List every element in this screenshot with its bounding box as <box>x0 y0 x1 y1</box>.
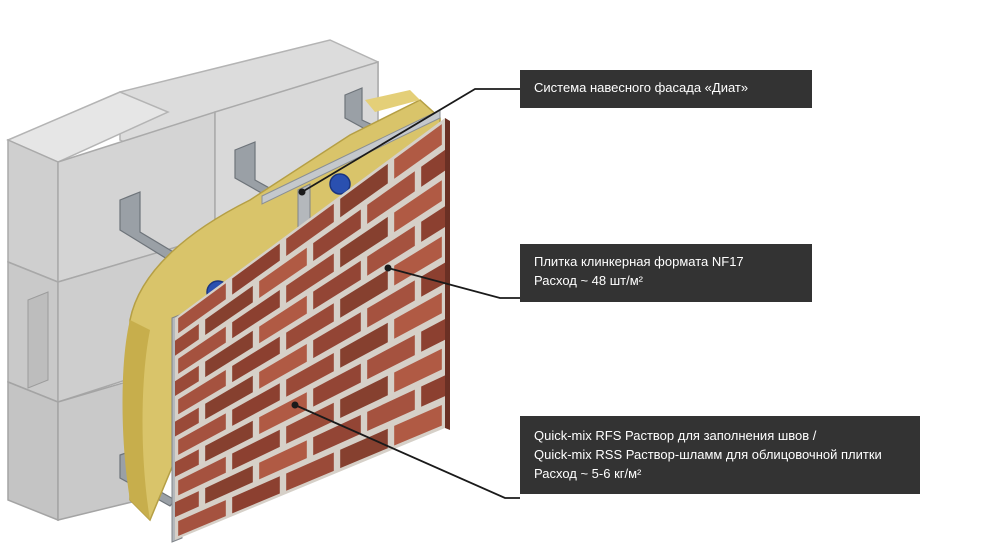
clinker-tile <box>178 370 226 415</box>
callout-mortar: Quick-mix RFS Раствор для заполнения шво… <box>520 416 920 494</box>
clinker-tile <box>448 144 496 197</box>
leader-dot <box>291 401 299 409</box>
leader-lines <box>294 88 520 499</box>
clinker-tile <box>175 491 199 528</box>
clinker-tile <box>394 180 442 233</box>
clinker-tile <box>178 283 226 334</box>
clinker-tile <box>340 163 388 218</box>
clinker-tile <box>205 420 253 462</box>
concrete-wall <box>6 39 379 522</box>
clinker-tile <box>421 133 445 187</box>
callout-line: Плитка клинкерная формата NF17 <box>534 254 744 269</box>
insulation-top <box>365 90 420 112</box>
clinker-tile <box>205 285 253 335</box>
clinker-tile <box>175 407 199 450</box>
callout-line: Quick-mix RSS Раствор-шламм для облицово… <box>534 447 882 462</box>
clinker-tile <box>286 452 334 491</box>
clinker-tile <box>259 344 307 389</box>
clinker-tile <box>286 303 334 350</box>
clinker-tile <box>367 280 415 328</box>
clinker-tile <box>421 306 445 352</box>
clinker-tile <box>286 353 334 397</box>
clinker-tile <box>448 84 496 140</box>
clinker-tile <box>367 335 415 380</box>
leader-dots <box>291 188 392 409</box>
clinker-tile <box>475 95 523 150</box>
callout-line: Quick-mix RFS Раствор для заполнения шво… <box>534 428 817 443</box>
clinker-tile <box>475 156 523 208</box>
clinker-tile <box>475 278 523 325</box>
clinker-tile <box>448 381 496 423</box>
clinker-tile <box>421 190 445 242</box>
clinker-tile <box>313 209 361 261</box>
clinker-tile <box>313 260 361 310</box>
clinker-tile <box>475 34 523 92</box>
clinker-tile <box>259 295 307 344</box>
clinker-tile <box>448 322 496 367</box>
clinker-tile <box>232 290 280 339</box>
callout-line: Система навесного фасада «Диат» <box>534 80 749 95</box>
clinker-tile <box>448 203 496 253</box>
tile-panel-edge <box>445 118 450 430</box>
clinker-tile <box>475 217 523 266</box>
leader-line <box>387 267 520 299</box>
clinker-tile <box>205 330 253 378</box>
clinker-tile <box>259 247 307 298</box>
clinker-tile <box>175 449 199 489</box>
concrete-block-front-upper <box>7 138 59 284</box>
clinker-tile <box>340 216 388 268</box>
clinker-tile <box>394 292 442 339</box>
clinker-tile <box>421 364 445 407</box>
clinker-tile <box>394 405 442 446</box>
clinker-tile <box>175 365 199 411</box>
clinker-tile <box>232 336 280 383</box>
horizontal-rail <box>261 109 441 205</box>
callout-clinker-tile: Плитка клинкерная формата NF17 Расход ~ … <box>520 244 812 302</box>
callout-line: Расход ~ 48 шт/м² <box>534 273 644 288</box>
leader-dot <box>298 188 306 196</box>
clinker-tile <box>178 500 226 536</box>
clinker-tile <box>367 171 415 224</box>
clinker-tile <box>232 383 280 426</box>
clinker-tile <box>475 400 523 441</box>
clinker-tile <box>232 429 280 470</box>
clinker-tile <box>340 322 388 368</box>
clinker-tile <box>475 339 523 383</box>
concrete-block-front-lower <box>7 380 59 522</box>
clinker-tile <box>286 203 334 256</box>
clinker-tile <box>178 413 226 455</box>
insulation-edge <box>122 320 150 520</box>
callout-line: Расход ~ 5-6 кг/м² <box>534 466 642 481</box>
clinker-tile <box>232 476 280 514</box>
leader-line <box>294 404 520 499</box>
clinker-tile <box>259 440 307 480</box>
clinker-tile <box>394 124 442 179</box>
clinker-tile <box>421 248 445 297</box>
clinker-tile <box>205 465 253 504</box>
clinker-tile <box>340 428 388 469</box>
clinker-tile <box>232 243 280 295</box>
clinker-tile <box>313 363 361 407</box>
clinker-tile <box>340 269 388 318</box>
clinker-tile <box>313 312 361 359</box>
clinker-tile-cladding <box>124 34 523 553</box>
leader-dot <box>384 264 392 272</box>
clinker-tile <box>367 225 415 276</box>
clinker-tile <box>394 348 442 393</box>
clinker-tile <box>178 456 226 496</box>
clinker-tile <box>175 324 199 372</box>
clinker-tile <box>286 402 334 444</box>
clinker-tile <box>286 253 334 303</box>
clinker-tile <box>124 524 172 553</box>
leader-line <box>301 88 520 193</box>
clinker-tile <box>313 415 361 456</box>
clinker-tile <box>367 389 415 431</box>
clinker-tile <box>340 375 388 418</box>
clinker-tile <box>178 326 226 374</box>
clinker-tile <box>205 375 253 420</box>
concrete-protrusion <box>27 291 49 389</box>
anchor-dowel <box>329 173 351 195</box>
callout-facade-system: Система навесного фасада «Диат» <box>520 70 812 108</box>
